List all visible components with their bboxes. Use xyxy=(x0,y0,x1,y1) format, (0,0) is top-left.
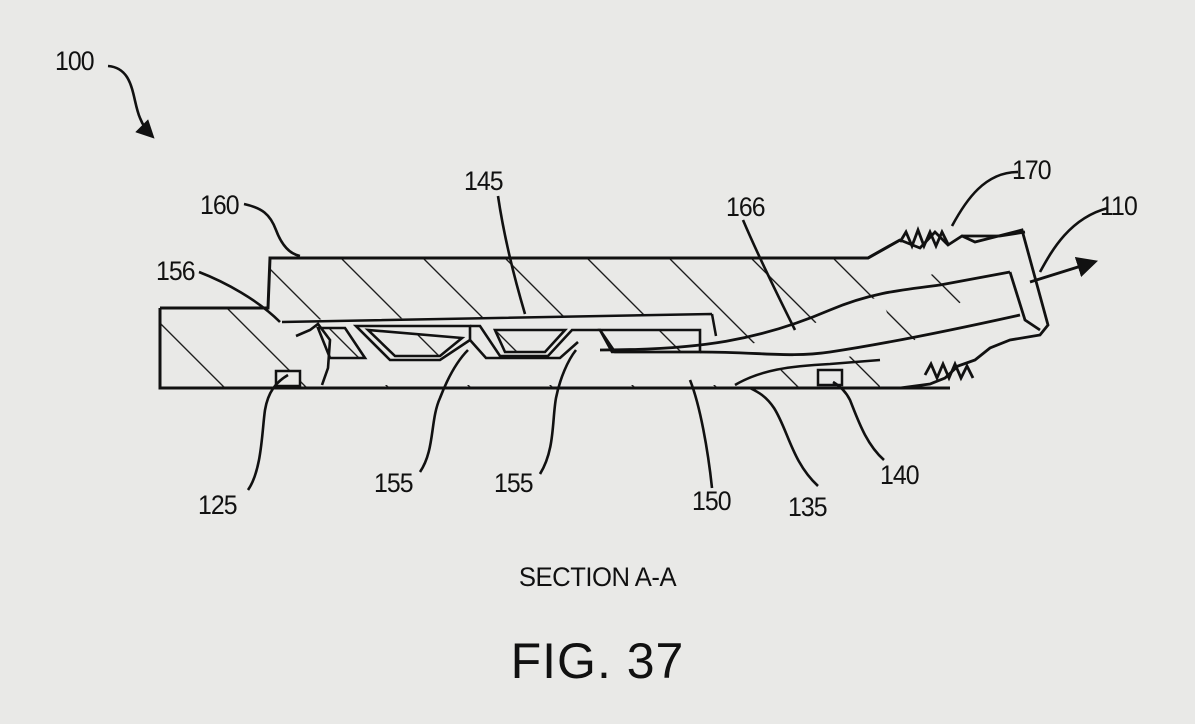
ref-155-label-right: 155 xyxy=(494,468,534,498)
nozzle-assembly xyxy=(867,226,1050,390)
ref-166-label: 166 xyxy=(726,192,766,222)
sensor-140 xyxy=(816,368,844,387)
leader-lines xyxy=(107,64,1109,491)
ref-140-label: 140 xyxy=(880,460,920,490)
ref-125-label: 125 xyxy=(198,490,238,520)
section-label: SECTION A-A xyxy=(518,562,677,592)
ref-145-label: 145 xyxy=(464,166,504,196)
rib-structure xyxy=(295,322,702,386)
ref-156-label: 156 xyxy=(156,256,196,286)
flow-arrow xyxy=(1029,256,1099,284)
ref-170-label: 170 xyxy=(1012,155,1052,185)
ref-150-label: 150 xyxy=(692,486,732,516)
figure-caption: FIG. 37 xyxy=(510,633,685,689)
sensor-125 xyxy=(274,369,302,388)
ref-100-label: 100 xyxy=(55,46,95,76)
ref-135-label: 135 xyxy=(788,492,828,522)
ref-110-label: 110 xyxy=(1100,191,1138,221)
ref-160-label: 160 xyxy=(200,190,240,220)
ref-155-label-left: 155 xyxy=(374,468,414,498)
